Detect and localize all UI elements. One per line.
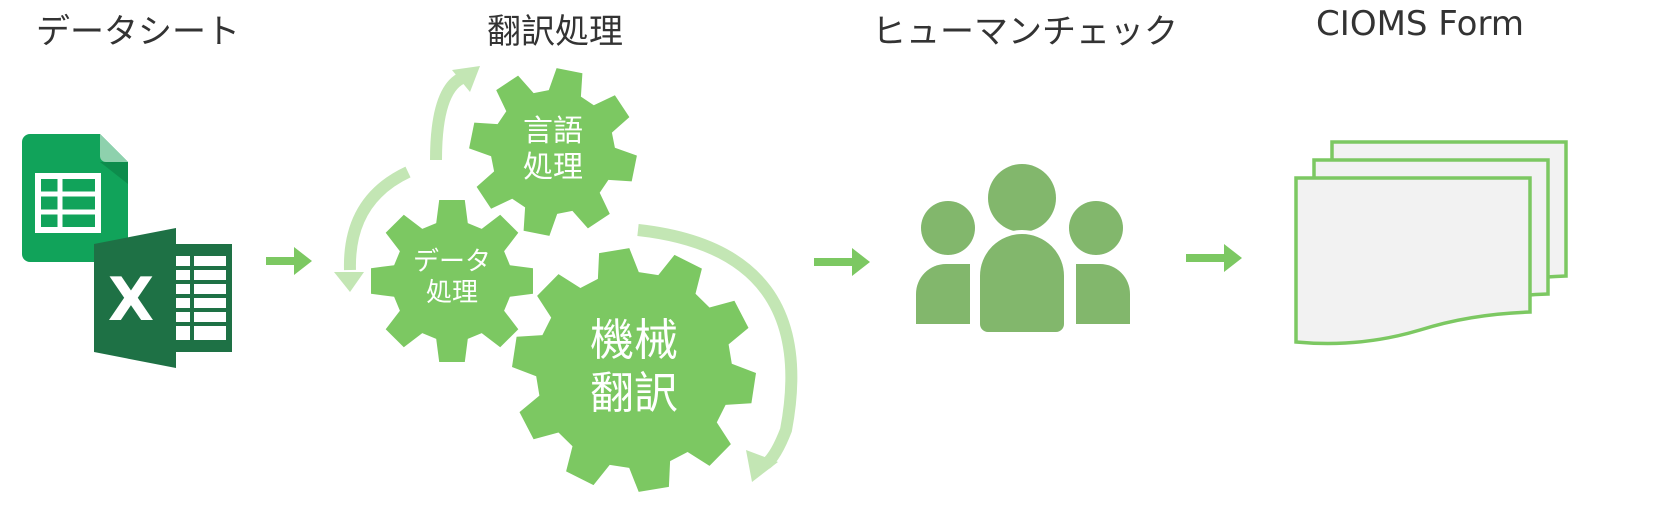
gear-label-language: 言語 処理 — [523, 114, 583, 186]
gear-label-data: データ 処理 — [413, 247, 491, 309]
gear-label-language-line1: 言語 — [523, 114, 583, 149]
flow-arrow-1 — [266, 247, 312, 275]
google-sheets-icon — [22, 134, 128, 262]
gear-label-machine-line2: 翻訳 — [590, 368, 678, 419]
gear-language — [469, 68, 637, 236]
gear-data — [371, 200, 533, 362]
stage-title-data-sheet: データシート — [36, 12, 240, 52]
gear-label-machine-line1: 機械 — [590, 315, 678, 367]
stage-title-translation-processing: 翻訳処理 — [487, 12, 623, 52]
flow-arrow-2 — [814, 248, 870, 276]
stage-title-cioms-form: CIOMS Form — [1316, 4, 1524, 44]
cycle-arcs — [334, 66, 798, 482]
gear-label-data-line2: 処理 — [425, 278, 479, 308]
arc-language-to-data-head — [334, 272, 364, 292]
cioms-form-documents-icon — [1294, 140, 1568, 346]
arc-machine-loop-head — [746, 450, 778, 482]
gear-label-data-line1: データ — [412, 246, 492, 277]
arc-language-to-data — [343, 166, 411, 271]
excel-icon — [94, 228, 232, 368]
arc-machine-loop — [637, 224, 798, 469]
flow-arrow-3 — [1186, 244, 1242, 272]
gear-label-language-line2: 処理 — [523, 150, 583, 185]
gear-label-machine: 機械 翻訳 — [590, 315, 678, 421]
gear-machine — [512, 248, 756, 492]
people-icon — [916, 164, 1130, 336]
arc-data-to-language — [430, 72, 466, 161]
arc-data-to-language-head — [452, 66, 480, 92]
excel-x-label: X — [107, 265, 155, 335]
stage-title-human-check: ヒューマンチェック — [872, 12, 1178, 52]
